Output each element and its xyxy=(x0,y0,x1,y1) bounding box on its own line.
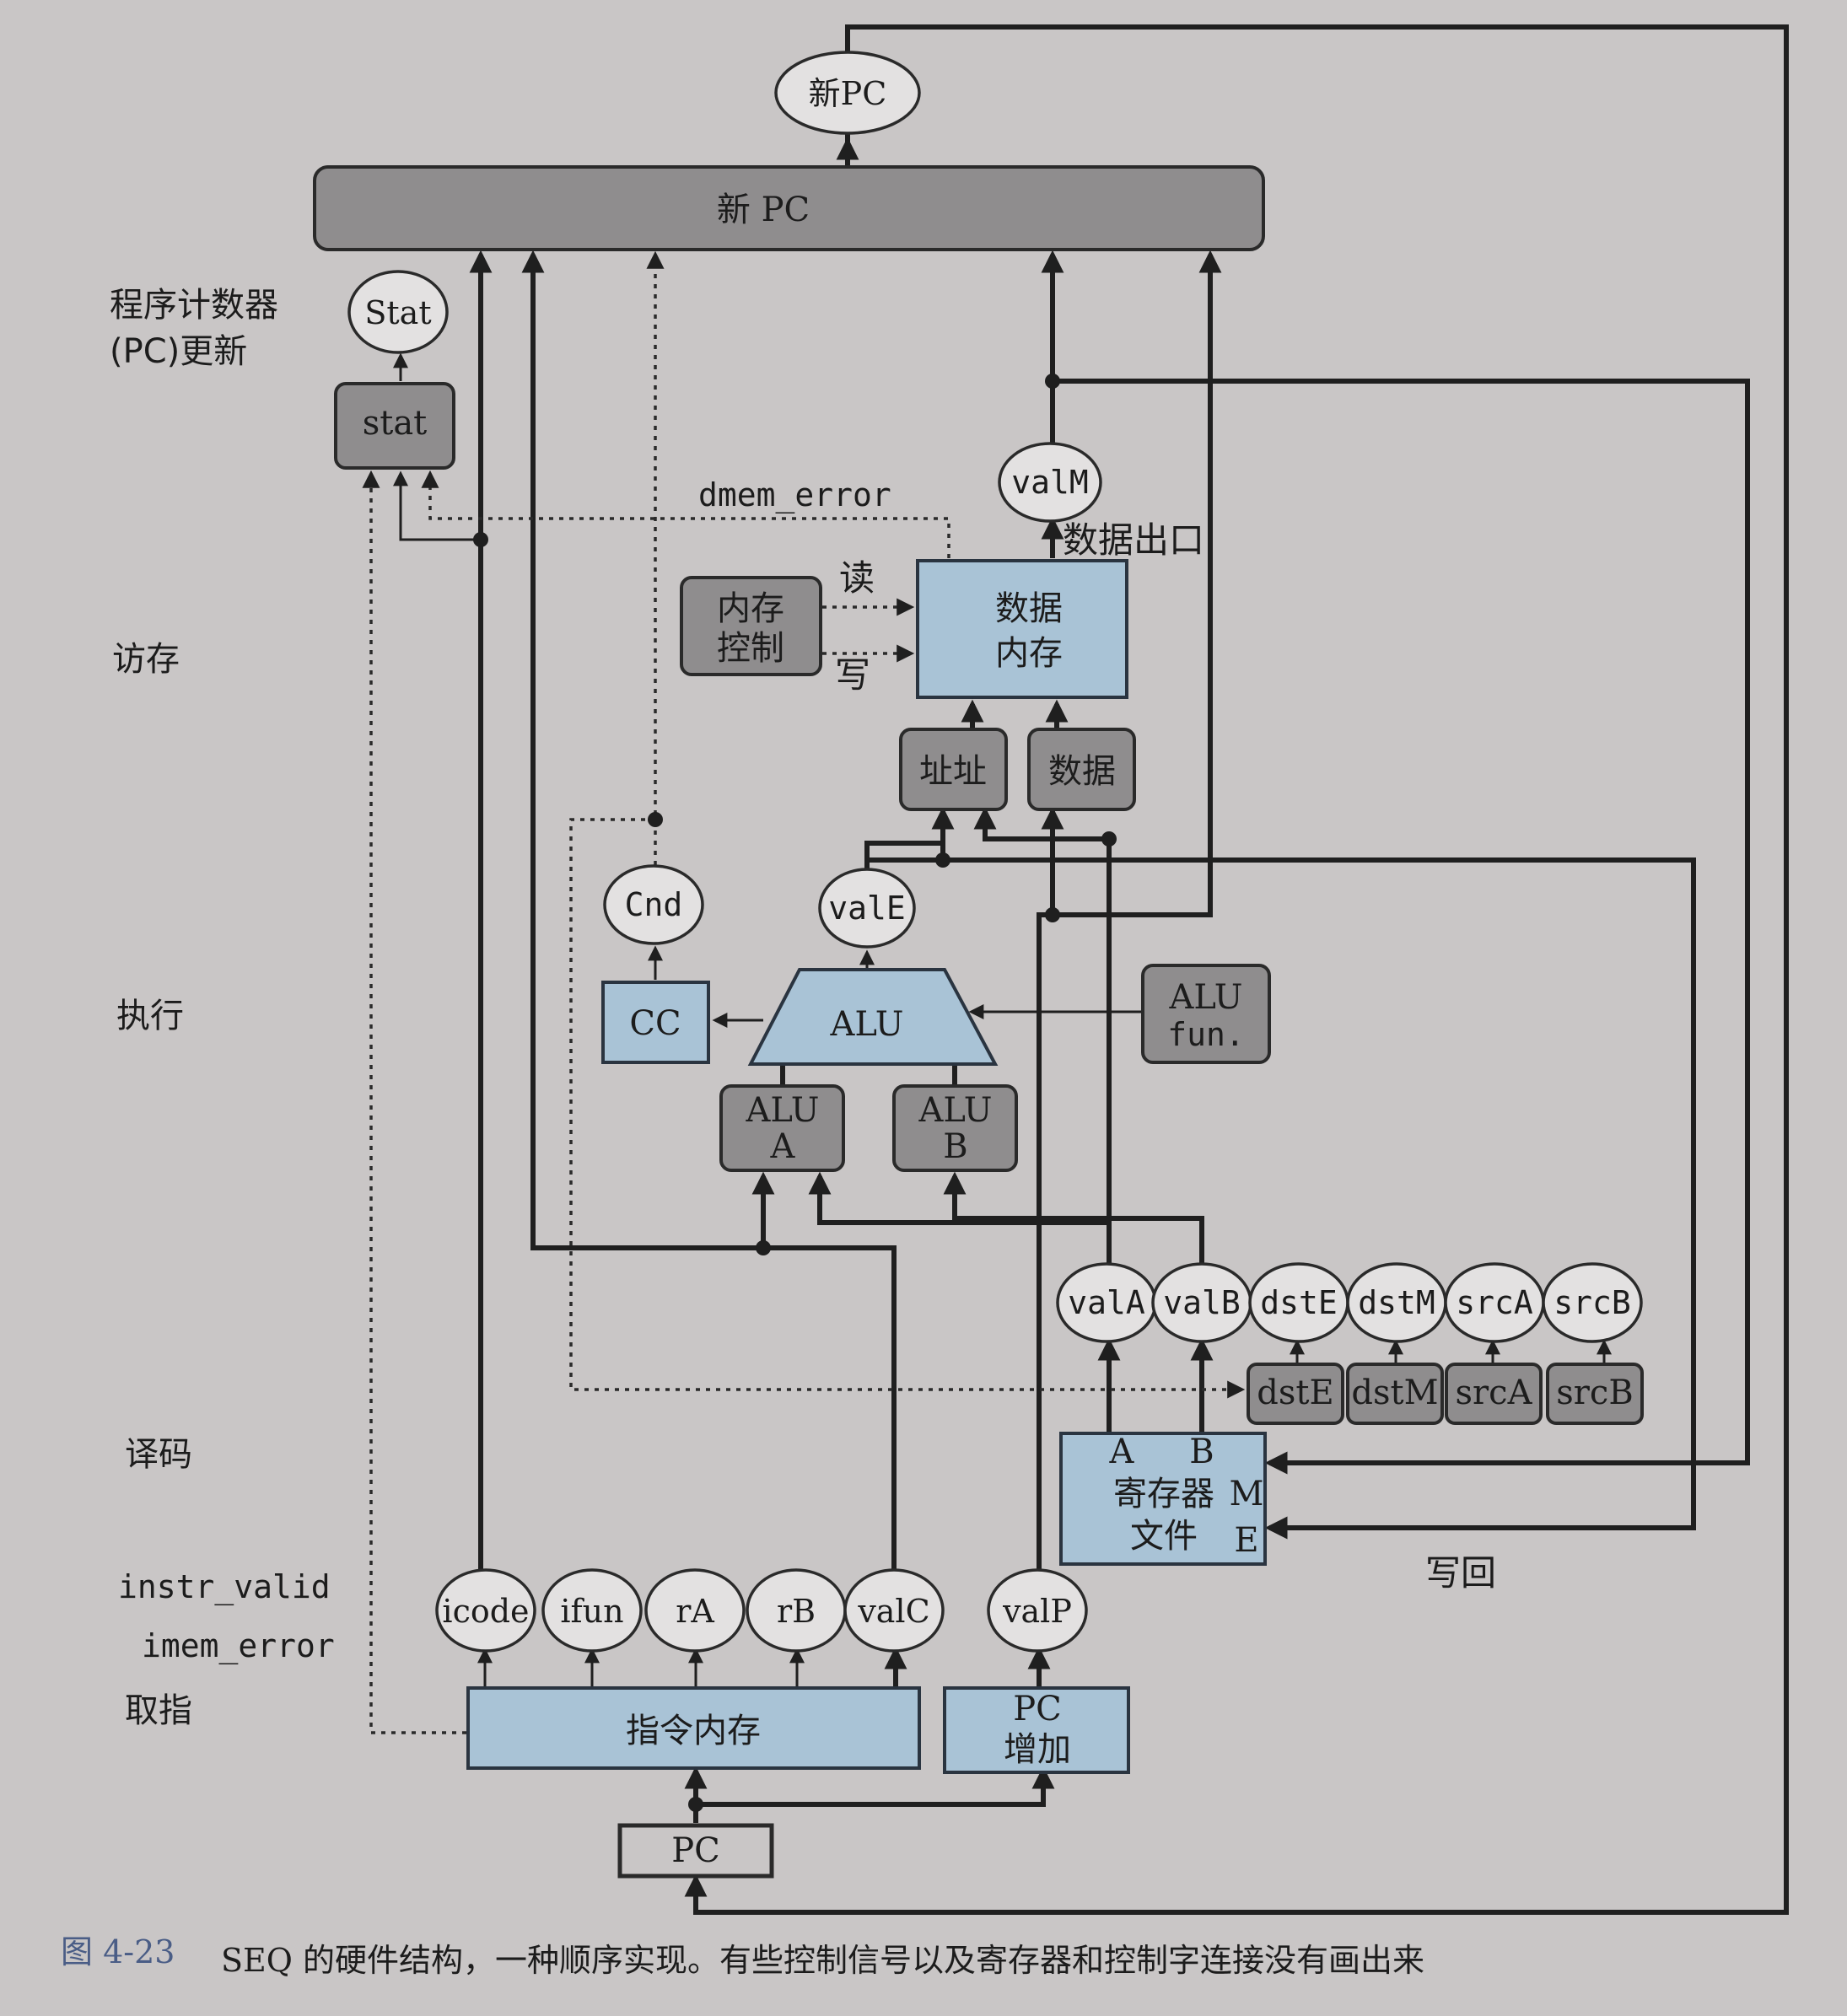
stage-labels: 程序计数器 (PC)更新 访存 执行 译码 取指 xyxy=(110,286,278,1730)
memory-control-line2: 控制 xyxy=(717,629,784,668)
icode-signal: icode xyxy=(442,1593,529,1630)
stage-memory: 访存 xyxy=(112,640,180,679)
instruction-memory-box: 指令内存 xyxy=(466,1686,921,1770)
ra-signal: rA xyxy=(676,1593,714,1630)
dst-e-box-label: dstE xyxy=(1257,1374,1333,1412)
stage-pc-update-line1: 程序计数器 xyxy=(110,286,278,325)
valc-signal: valC xyxy=(857,1593,929,1630)
stage-fetch: 取指 xyxy=(125,1691,192,1730)
stage-pc-update-line2: (PC)更新 xyxy=(110,332,247,371)
src-a-box-label: srcA xyxy=(1456,1374,1533,1412)
memory-control-box: 内存 控制 xyxy=(680,576,822,676)
vale-signal: valE xyxy=(828,890,906,927)
memory-control-line1: 内存 xyxy=(717,589,784,628)
write-label: 写 xyxy=(835,654,870,696)
write-back-label: 写回 xyxy=(1425,1552,1496,1594)
alu-fun-line2: fun. xyxy=(1167,1016,1245,1053)
alu-fun-box: ALU fun. xyxy=(1141,964,1271,1064)
vala-signal: valA xyxy=(1068,1284,1145,1321)
signal-ellipses: 新PC Stat valM Cnd valE valA valB dstE ds… xyxy=(347,51,1643,1653)
dstm-signal: dstM xyxy=(1358,1284,1435,1321)
regfile-port-m: M xyxy=(1230,1475,1264,1513)
data-box-label: 数据 xyxy=(1048,752,1116,791)
pc-register-box: PC xyxy=(617,1823,774,1879)
alu-b-box: ALU B xyxy=(892,1084,1018,1172)
ifun-signal: ifun xyxy=(560,1593,623,1630)
wires xyxy=(362,24,1789,1915)
stage-decode: 译码 xyxy=(125,1435,192,1474)
valm-signal: valM xyxy=(1011,464,1089,501)
alu-fun-line1: ALU xyxy=(1169,978,1243,1017)
register-file-box: A B 寄存器 文件 M E xyxy=(1059,1432,1267,1566)
new-pc-bar-label: 新 PC xyxy=(717,191,810,229)
read-label: 读 xyxy=(839,557,875,599)
regfile-line2: 文件 xyxy=(1130,1517,1198,1556)
caption-figure-number: 图 4-23 xyxy=(61,1933,175,1970)
stage-execute: 执行 xyxy=(116,997,184,1035)
src-b-box-label: srcB xyxy=(1556,1374,1633,1412)
regfile-line1: 寄存器 xyxy=(1113,1475,1214,1513)
dst-m-box-label: dstM xyxy=(1351,1374,1438,1412)
data-memory-line2: 内存 xyxy=(995,634,1063,673)
data-memory-box: 数据 内存 xyxy=(916,559,1128,699)
pc-register-label: PC xyxy=(671,1831,720,1870)
dste-signal: dstE xyxy=(1260,1284,1338,1321)
stat-signal: Stat xyxy=(364,294,431,331)
regfile-port-e: E xyxy=(1234,1521,1258,1560)
new-pc-signal: 新PC xyxy=(809,75,887,112)
imem-error-label: imem_error xyxy=(142,1627,335,1665)
instruction-memory-label: 指令内存 xyxy=(626,1712,761,1750)
alu-b-line2: B xyxy=(943,1127,967,1166)
rb-signal: rB xyxy=(777,1593,816,1630)
figure-caption: 图 4-23 SEQ 的硬件结构，一种顺序实现。有些控制信号以及寄存器和控制字连… xyxy=(61,1933,1424,1979)
stat-box: stat xyxy=(334,382,455,470)
pc-increment-box: PC 增加 xyxy=(943,1686,1130,1774)
dst-src-boxes: dstE dstM srcA srcB xyxy=(1247,1363,1644,1425)
junction-dots xyxy=(473,374,1117,1812)
data-box: 数据 xyxy=(1027,728,1136,811)
valp-signal: valP xyxy=(1002,1593,1072,1630)
cc-box: CC xyxy=(601,981,710,1064)
stat-box-label: stat xyxy=(363,404,428,443)
alu-a-line1: ALU xyxy=(746,1091,820,1130)
regfile-port-a: A xyxy=(1109,1433,1135,1471)
new-pc-bar: 新 PC xyxy=(313,165,1265,251)
data-memory-line1: 数据 xyxy=(995,589,1063,628)
addr-box-label: 址址 xyxy=(919,752,987,791)
caption-text: SEQ 的硬件结构，一种顺序实现。有些控制信号以及寄存器和控制字连接没有画出来 xyxy=(221,1942,1424,1979)
regfile-port-b: B xyxy=(1189,1433,1214,1471)
alu-b-line1: ALU xyxy=(918,1091,993,1130)
instr-valid-label: instr_valid xyxy=(118,1568,331,1606)
alu-a-line2: A xyxy=(770,1127,796,1166)
annotations: dmem_error 数据出口 读 写 写回 instr_valid imem_… xyxy=(118,476,1496,1665)
alu-unit: ALU xyxy=(747,968,999,1066)
cnd-signal: Cnd xyxy=(625,886,683,923)
pc-increment-line2: 增加 xyxy=(1004,1730,1071,1769)
alu-a-box: ALU A xyxy=(719,1084,845,1172)
valb-signal: valB xyxy=(1163,1284,1241,1321)
data-out-label: 数据出口 xyxy=(1063,519,1204,561)
cc-box-label: CC xyxy=(629,1004,681,1043)
pc-increment-line1: PC xyxy=(1013,1690,1062,1728)
srcb-signal: srcB xyxy=(1554,1284,1631,1321)
srca-signal: srcA xyxy=(1456,1284,1533,1321)
alu-label: ALU xyxy=(830,1005,904,1044)
dmem-error-label: dmem_error xyxy=(698,476,891,514)
addr-box: 址址 xyxy=(899,728,1008,811)
